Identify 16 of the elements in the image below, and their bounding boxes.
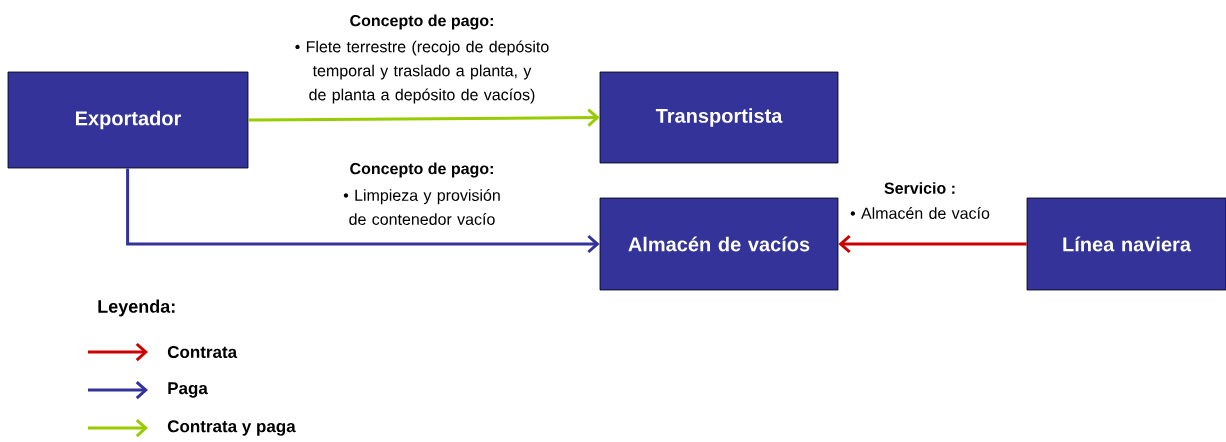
edge-label-heading: Servicio :	[884, 182, 955, 194]
legend-title: Leyenda:	[98, 299, 175, 317]
edge-label: • Flete terrestre (recojo de depósito temporal y traslado a planta, y de planta a depósito de vacíos)	[295, 40, 549, 104]
process-box: Línea naviera	[1026, 197, 1226, 291]
process-box: Exportador	[7, 71, 249, 169]
edge-label-heading: Concepto de pago:	[350, 14, 493, 30]
edge-label-heading: Concepto de pago:	[350, 162, 493, 178]
legend-label: Contrata y paga	[167, 420, 296, 436]
arrow	[838, 234, 1027, 254]
legend-label: Paga	[168, 382, 208, 398]
edge-label: • Limpieza y provisión de contenedor vacío	[343, 189, 500, 225]
arrow	[248, 108, 600, 127]
legend-label: Contrata	[167, 346, 238, 359]
edge-label: • Almacén de vacío	[850, 207, 990, 219]
process-box: Almacén de vacíos	[599, 197, 839, 291]
process-box: Transportista	[599, 71, 839, 164]
